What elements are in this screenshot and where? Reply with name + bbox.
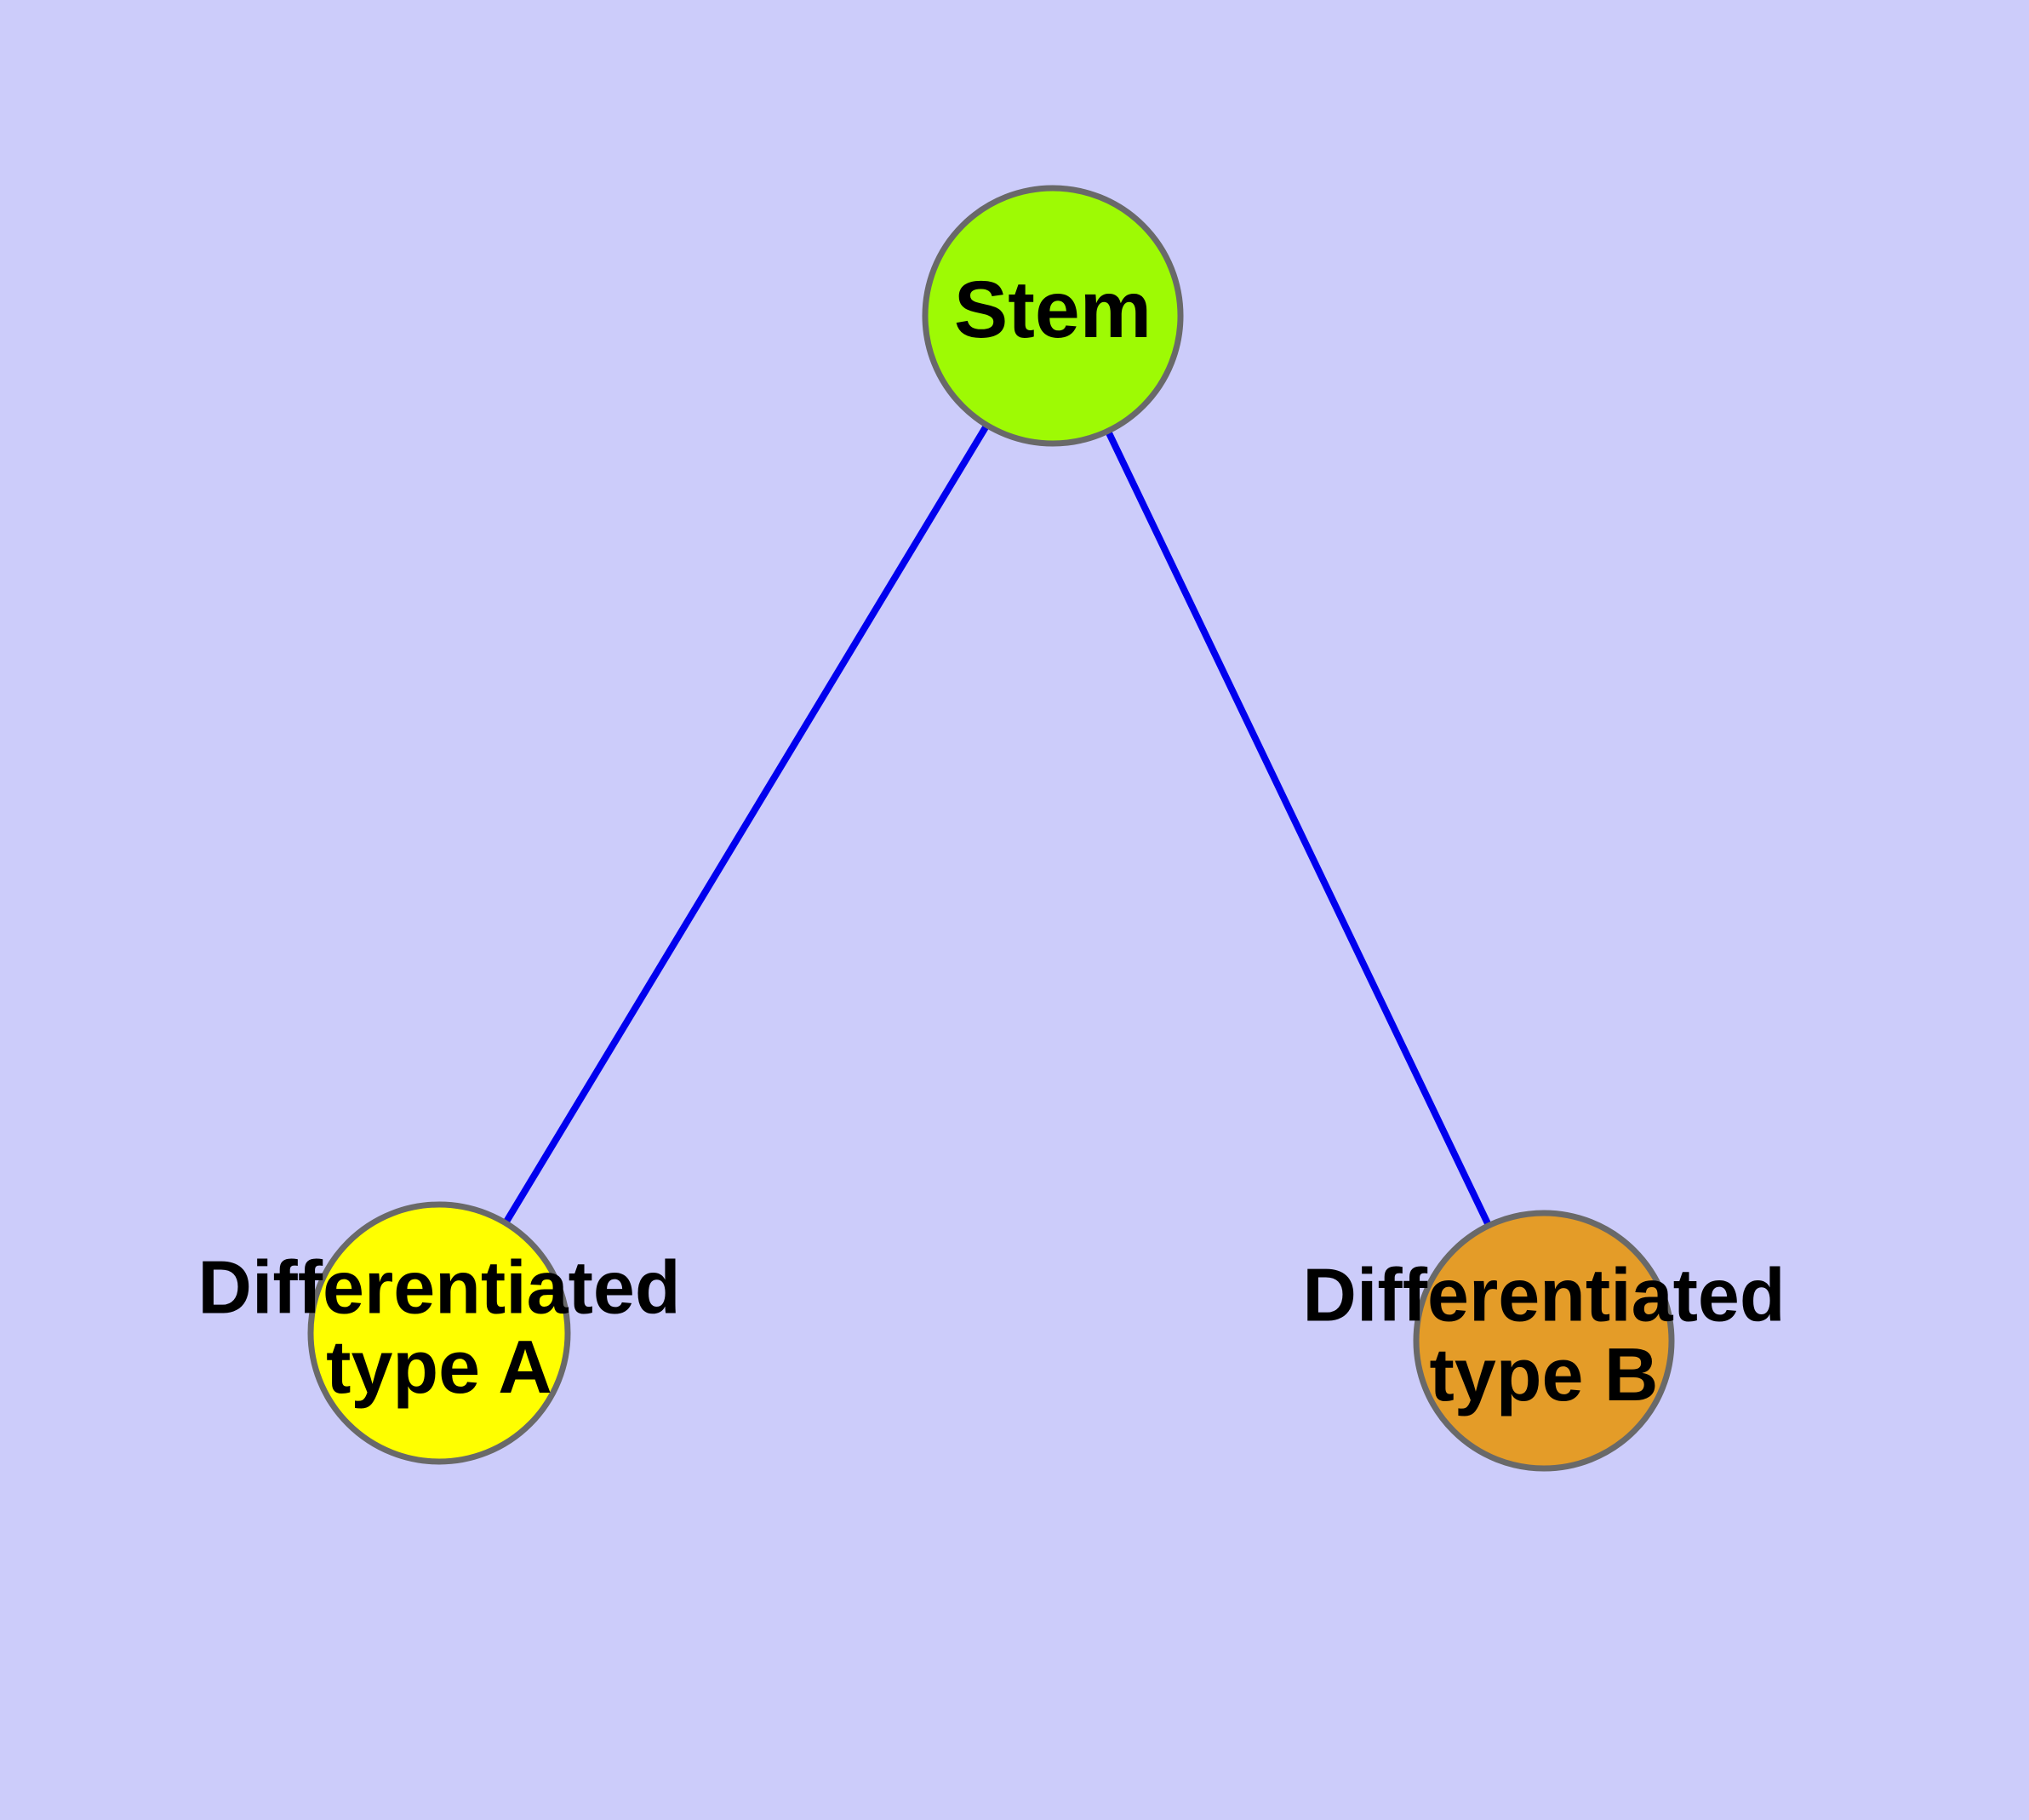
node-stem[interactable] — [922, 185, 1184, 447]
node-label-differentiated-type-b-line1: Differentiated — [1302, 1253, 1785, 1337]
labels-layer: Stem Differentiated type A Differentiate… — [197, 265, 1785, 1417]
edges-layer — [436, 313, 1547, 1342]
node-label-stem: Stem — [954, 265, 1152, 355]
edge-stem-to-differentiated-type-b[interactable] — [1049, 314, 1547, 1342]
node-label-differentiated-type-b-line2: type B — [1430, 1332, 1659, 1417]
edge-stem-to-differentiated-type-a[interactable] — [436, 313, 1056, 1336]
node-label-differentiated-type-a-line1: Differentiated — [197, 1245, 680, 1330]
node-differentiated-type-a[interactable] — [307, 1201, 571, 1465]
node-differentiated-type-b[interactable] — [1413, 1210, 1675, 1472]
node-label-differentiated-type-a-line2: type A — [326, 1325, 552, 1409]
nodes-layer — [307, 185, 1675, 1472]
